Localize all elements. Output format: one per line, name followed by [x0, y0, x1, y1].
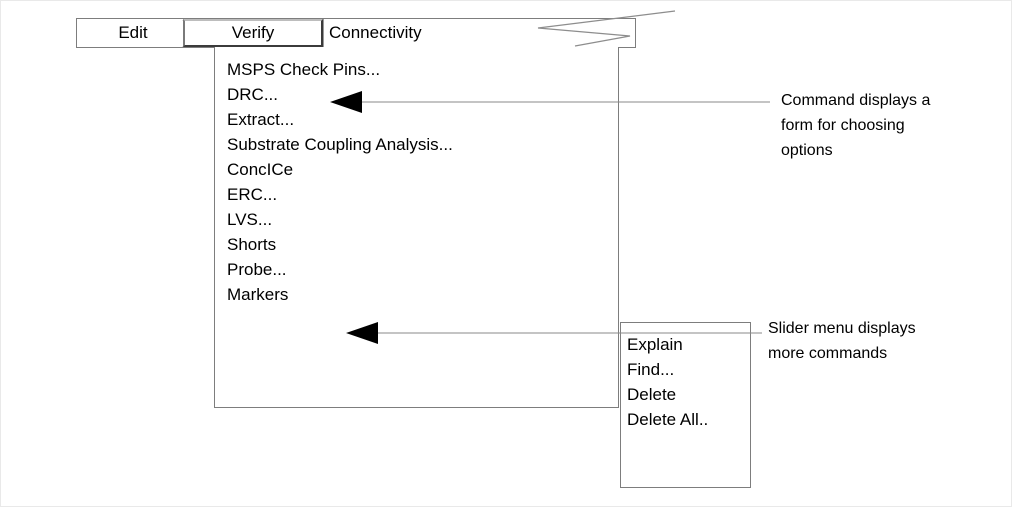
menubar-item-edit[interactable]: Edit — [118, 23, 148, 42]
menu-item-concice[interactable]: ConcICe — [227, 160, 294, 179]
menubar-item-verify[interactable]: Verify — [183, 19, 323, 47]
submenu-item-explain[interactable]: Explain — [627, 335, 683, 354]
verify-dropdown-menu: MSPS Check Pins... DRC... Extract... Sub… — [214, 47, 619, 408]
submenu-item-delete[interactable]: Delete — [627, 385, 677, 404]
menubar-item-connectivity[interactable]: Connectivity — [329, 23, 422, 42]
menu-item-drc[interactable]: DRC... — [227, 85, 278, 104]
callout-slider-text: Slider menu displays more commands — [768, 320, 916, 362]
submenu-item-find[interactable]: Find... — [627, 360, 675, 379]
markers-submenu-list: Explain Find... Delete Delete All.. — [627, 332, 749, 432]
menu-item-extract[interactable]: Extract... — [227, 110, 295, 129]
menu-item-shorts[interactable]: Shorts — [227, 235, 277, 254]
verify-dropdown-list: MSPS Check Pins... DRC... Extract... Sub… — [227, 57, 617, 307]
menu-item-lvs[interactable]: LVS... — [227, 210, 273, 229]
submenu-item-delete-all[interactable]: Delete All.. — [627, 410, 709, 429]
menu-item-markers[interactable]: Markers — [227, 285, 289, 304]
menubar-divider — [323, 19, 324, 47]
menu-bar: Edit Verify Connectivity — [76, 18, 636, 48]
menu-item-substrate-coupling-analysis[interactable]: Substrate Coupling Analysis... — [227, 135, 453, 154]
menu-item-msps-check-pins[interactable]: MSPS Check Pins... — [227, 60, 381, 79]
callout-form-text: Command displays a form for choosing opt… — [781, 92, 931, 159]
menu-item-erc[interactable]: ERC... — [227, 185, 278, 204]
markers-submenu: Explain Find... Delete Delete All.. — [620, 322, 751, 488]
menu-item-probe[interactable]: Probe... — [227, 260, 287, 279]
